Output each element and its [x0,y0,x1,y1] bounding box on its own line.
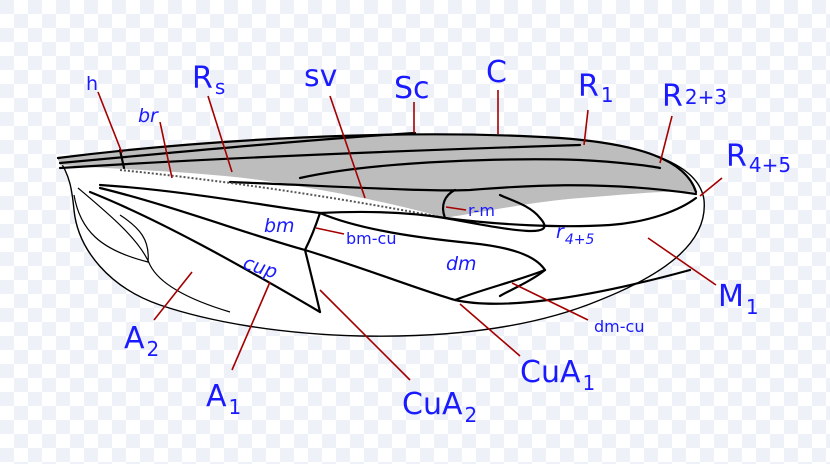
leader-r23 [659,115,673,164]
subcosta-vein [58,131,417,165]
leader-r45 [699,177,723,197]
leader-a1 [231,281,271,371]
label-sc: Sc [394,71,430,106]
leader-a2 [153,271,193,321]
alula-lobe [73,194,149,263]
r1-vein [58,143,582,170]
dm-cu-crossvein [498,268,547,298]
r-m-crossvein [441,188,457,220]
leader-bmcu [315,227,345,235]
leader-m1 [647,237,717,286]
label-dm-cu: dm-cu [594,317,644,336]
rs-stem [119,169,446,219]
label-br: br [138,105,159,127]
leader-rm [445,206,467,211]
leader-cua1 [459,303,521,357]
cua1-vein [98,186,692,305]
label-h: h [86,73,98,95]
a2-vein [77,187,151,266]
leader-r1 [583,109,589,146]
leader-rs [207,95,233,173]
leader-sv [329,95,366,199]
label-r-m: r-m [468,201,495,220]
dm-cell-border [318,211,547,302]
leader-cua2 [319,289,411,381]
shaded-anterior-region [58,134,696,218]
calypter-fold [149,264,231,313]
label-bm: bm [264,215,295,237]
label-r4-5-cell: r4+5 [556,221,594,248]
r2-3-vein [298,158,662,180]
label-dm: dm [446,253,477,275]
leader-dmcu [511,282,589,321]
leader-br [159,121,173,179]
cua2-vein [303,248,322,314]
bm-cu-crossvein [303,211,322,252]
costa-vein [56,133,698,194]
leader-h [97,91,123,154]
label-sv: sv [304,59,337,94]
label-bm-cu: bm-cu [346,229,396,248]
leader-lines [97,90,723,381]
m1-vein [443,196,698,228]
label-c: C [486,55,507,90]
a1-vein [88,190,322,314]
m-vein [98,183,546,233]
r4-5-vein [228,180,698,196]
humeral-crossvein [118,148,126,170]
